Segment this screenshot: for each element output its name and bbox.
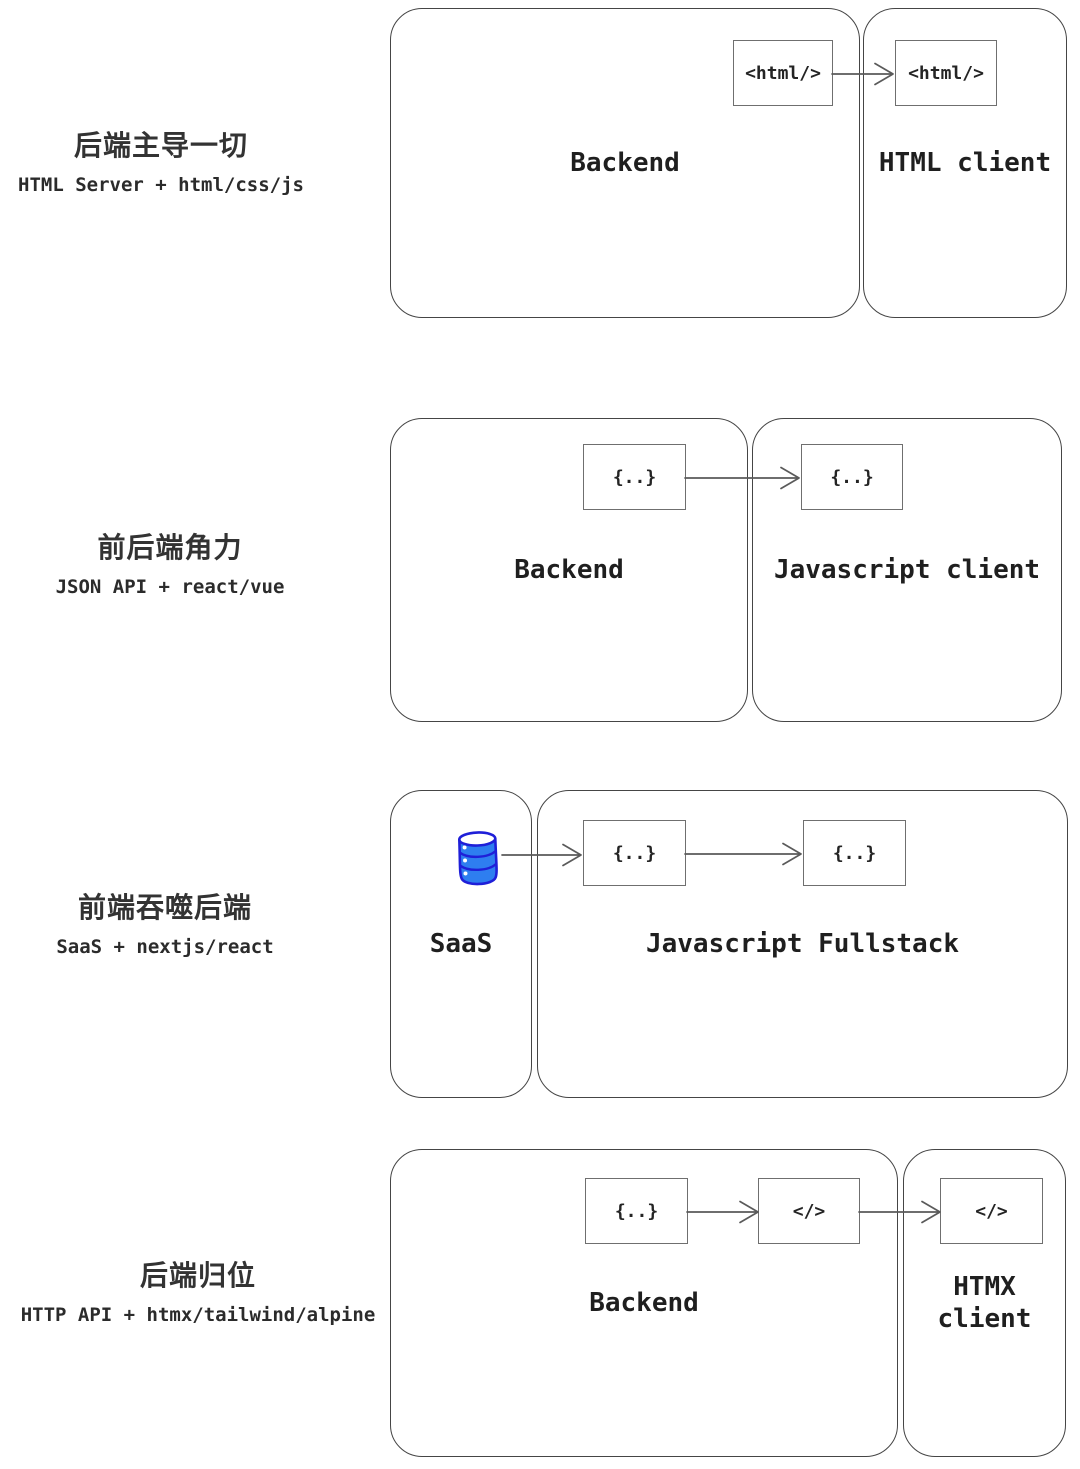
row1-client-label: HTML client: [878, 147, 1052, 178]
code-tag-icon: </>: [975, 1200, 1008, 1222]
row4-json-chip: {..}: [585, 1178, 688, 1244]
row1-html-chip-server: <html/>: [733, 40, 833, 106]
row4-arrow-fragment-to-client: [858, 1200, 941, 1224]
row1-label-block: 后端主导一切 HTML Server + html/css/js: [0, 126, 322, 202]
row2-json-chip-server: {..}: [583, 444, 686, 510]
row4-client-label: HTMX client: [937, 1271, 1032, 1335]
html-tag-icon: <html/>: [745, 62, 821, 84]
row4-heading: 后端归位: [139, 1259, 256, 1292]
row4-backend-label: Backend: [589, 1287, 699, 1318]
row2-backend-box: Backend: [390, 418, 748, 722]
row3-heading: 前端吞噬后端: [77, 891, 252, 924]
row4-arrow-json-to-fragment: [686, 1200, 759, 1224]
html-tag-icon: <html/>: [908, 62, 984, 84]
row3-fullstack-label: Javascript Fullstack: [645, 928, 960, 959]
row2-heading: 前后端角力: [97, 531, 243, 564]
row2-label-block: 前后端角力 JSON API + react/vue: [0, 528, 340, 604]
row2-backend-label: Backend: [514, 554, 624, 585]
database-icon: [458, 831, 498, 886]
json-braces-icon: {..}: [612, 842, 657, 864]
row3-arrow-db-to-fullstack: [501, 843, 582, 867]
row2-client-label: Javascript client: [773, 554, 1041, 585]
row3-saas-label: SaaS: [429, 928, 493, 959]
row3-subtitle: SaaS + nextjs/react: [56, 936, 274, 958]
row4-html-fragment-chip-client: </>: [940, 1178, 1043, 1244]
json-braces-icon: {..}: [614, 1200, 659, 1222]
row1-backend-label: Backend: [570, 147, 680, 178]
row1-heading: 后端主导一切: [73, 129, 248, 162]
json-braces-icon: {..}: [832, 842, 877, 864]
row2-json-chip-client: {..}: [801, 444, 903, 510]
row4-label-block: 后端归位 HTTP API + htmx/tailwind/alpine: [2, 1256, 394, 1332]
row1-subtitle: HTML Server + html/css/js: [18, 174, 304, 196]
json-braces-icon: {..}: [830, 466, 874, 488]
row3-json-chip-server: {..}: [583, 820, 686, 886]
row2-arrow-server-to-client: [684, 466, 800, 490]
row4-subtitle: HTTP API + htmx/tailwind/alpine: [20, 1304, 376, 1326]
json-braces-icon: {..}: [612, 466, 657, 488]
row3-json-chip-client: {..}: [803, 820, 906, 886]
row2-subtitle: JSON API + react/vue: [55, 576, 285, 598]
row1-html-chip-client: <html/>: [895, 40, 997, 106]
row4-html-fragment-chip-server: </>: [758, 1178, 860, 1244]
row3-label-block: 前端吞噬后端 SaaS + nextjs/react: [0, 888, 330, 964]
row3-arrow-json-to-json: [684, 842, 802, 866]
row1-arrow-server-to-client: [831, 62, 894, 86]
code-tag-icon: </>: [792, 1200, 826, 1222]
